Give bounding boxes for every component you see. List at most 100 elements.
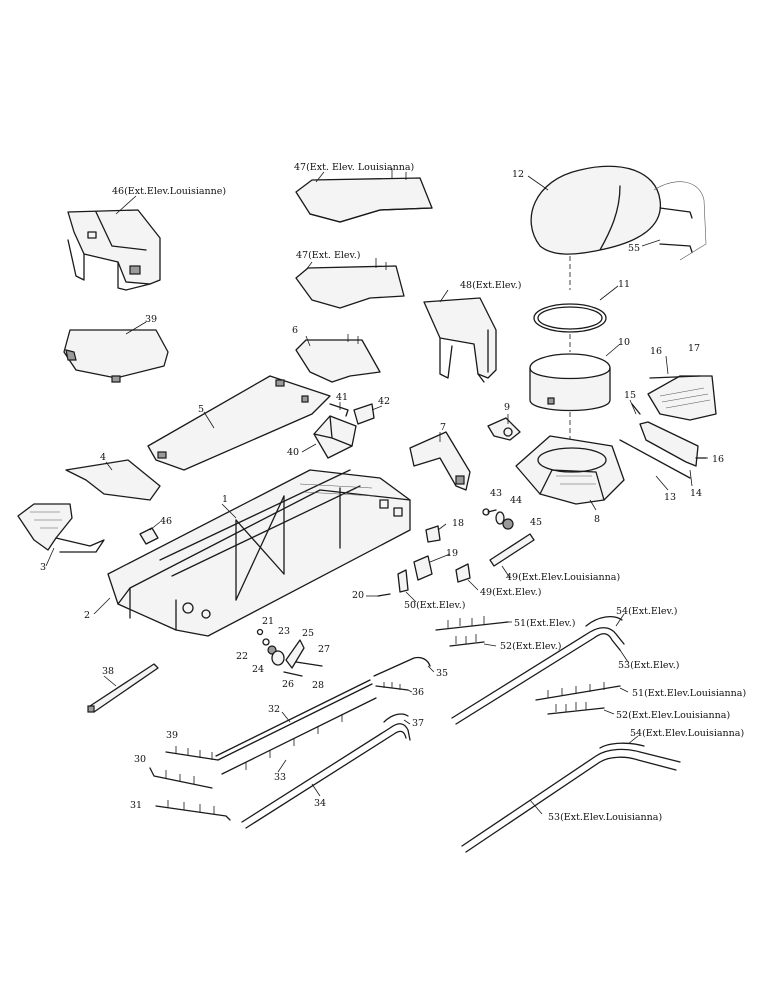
label-6: 6 [292, 325, 298, 336]
part-40-box [313, 415, 357, 459]
label-11: 11 [618, 279, 630, 290]
part-7-bracket [409, 431, 471, 491]
part-6-panel [295, 334, 381, 383]
label-35: 35 [436, 668, 448, 679]
label-40: 40 [287, 447, 299, 458]
label-46-louisianne: 46(Ext.Elev.Louisianne) [112, 186, 226, 197]
part-39-rail [165, 746, 219, 761]
label-30: 30 [134, 754, 146, 765]
label-52-louisianna: 52(Ext.Elev.Louisianna) [616, 710, 730, 721]
label-21: 21 [262, 616, 274, 627]
part-11-ring [533, 303, 607, 352]
label-38: 38 [102, 666, 114, 677]
label-41: 41 [336, 392, 348, 403]
label-13: 13 [664, 492, 676, 503]
part-8-hopper-base [515, 435, 625, 505]
part-33-rail [221, 697, 377, 775]
part-18-plate [425, 525, 441, 543]
part-49-louisianna-tube [489, 533, 535, 567]
part-36-rail [375, 682, 409, 691]
label-28: 28 [312, 680, 324, 691]
label-16-right: 16 [712, 454, 724, 465]
label-7: 7 [440, 422, 446, 433]
callout-labels: 46(Ext.Elev.Louisianne) 47(Ext. Elev. Lo… [40, 162, 746, 823]
label-27: 27 [318, 644, 330, 655]
label-44: 44 [510, 495, 522, 506]
label-15: 15 [624, 390, 636, 401]
part-55-latch [659, 207, 693, 253]
label-17: 17 [688, 343, 700, 354]
label-1: 1 [222, 494, 228, 505]
label-53-ext-elev: 53(Ext.Elev.) [618, 660, 680, 671]
part-49-bracket [455, 563, 471, 583]
label-53-louisianna: 53(Ext.Elev.Louisianna) [548, 812, 662, 823]
label-14: 14 [690, 488, 702, 499]
part-42-clip [353, 403, 375, 425]
label-55: 55 [628, 243, 640, 254]
part-34-long-rail [241, 723, 411, 829]
part-31-rail [155, 800, 231, 821]
label-24: 24 [252, 664, 264, 675]
part-51-rail [435, 616, 509, 631]
label-22: 22 [236, 651, 248, 662]
label-54-ext-elev: 54(Ext.Elev.) [616, 606, 678, 617]
part-9-valve [487, 417, 521, 441]
part-52-rail [449, 634, 485, 647]
part-50-bracket [397, 569, 409, 593]
label-43: 43 [490, 488, 502, 499]
label-12: 12 [512, 169, 524, 180]
label-20: 20 [352, 590, 364, 601]
label-46-small: 46 [160, 516, 172, 527]
part-53-long-arm [451, 627, 625, 725]
label-5: 5 [198, 404, 204, 415]
label-2: 2 [84, 610, 90, 621]
label-49-ext-elev: 49(Ext.Elev.) [480, 587, 542, 598]
part-54-arm-tip [585, 615, 623, 627]
part-46-louisianne-shroud [67, 209, 161, 291]
part-14-hopper [619, 403, 707, 479]
part-37-tip [383, 713, 409, 723]
part-47-louisianna-panel [295, 168, 433, 223]
label-45: 45 [530, 517, 542, 528]
part-3-end-cap [17, 503, 105, 553]
label-19: 19 [446, 548, 458, 559]
part-32-rail [215, 679, 373, 761]
label-10: 10 [618, 337, 630, 348]
label-47-ext-elev: 47(Ext. Elev.) [296, 250, 361, 261]
label-52-ext-elev: 52(Ext.Elev.) [500, 641, 562, 652]
leader-lines [45, 171, 708, 815]
part-41-bracket [329, 403, 349, 417]
part-1-main-frame [107, 469, 411, 637]
label-36: 36 [412, 687, 424, 698]
label-25: 25 [302, 628, 314, 639]
label-48-ext-elev: 48(Ext.Elev.) [460, 280, 522, 291]
label-50-ext-elev: 50(Ext.Elev.) [404, 600, 466, 611]
part-20-pin [377, 593, 391, 597]
label-49-louisianna: 49(Ext.Elev.Louisianna) [506, 572, 620, 583]
part-38-rod [87, 663, 159, 713]
part-12-hood [530, 165, 707, 290]
label-37: 37 [412, 718, 424, 729]
part-53-louisianna-arm [461, 748, 681, 853]
part-46-clip [139, 527, 159, 545]
label-3: 3 [40, 562, 46, 573]
part-45-nut [502, 518, 514, 530]
part-43-bolt [482, 508, 497, 516]
label-47-louisianna: 47(Ext. Elev. Louisianna) [294, 162, 414, 173]
label-51-ext-elev: 51(Ext.Elev.) [514, 618, 576, 629]
label-9: 9 [504, 402, 510, 413]
label-16-top: 16 [650, 346, 662, 357]
part-4-sheet [65, 459, 161, 501]
label-26: 26 [282, 679, 294, 690]
part-39-sheet [63, 329, 169, 383]
label-54-louisianna: 54(Ext.Elev.Louisianna) [630, 728, 744, 739]
label-32: 32 [268, 704, 280, 715]
part-48-shroud [423, 297, 497, 383]
part-54-louisianna-tip [599, 742, 645, 749]
label-51-louisianna: 51(Ext.Elev.Louisianna) [632, 688, 746, 699]
label-8: 8 [594, 514, 600, 525]
label-23: 23 [278, 626, 290, 637]
label-33: 33 [274, 772, 286, 783]
label-4: 4 [100, 452, 106, 463]
